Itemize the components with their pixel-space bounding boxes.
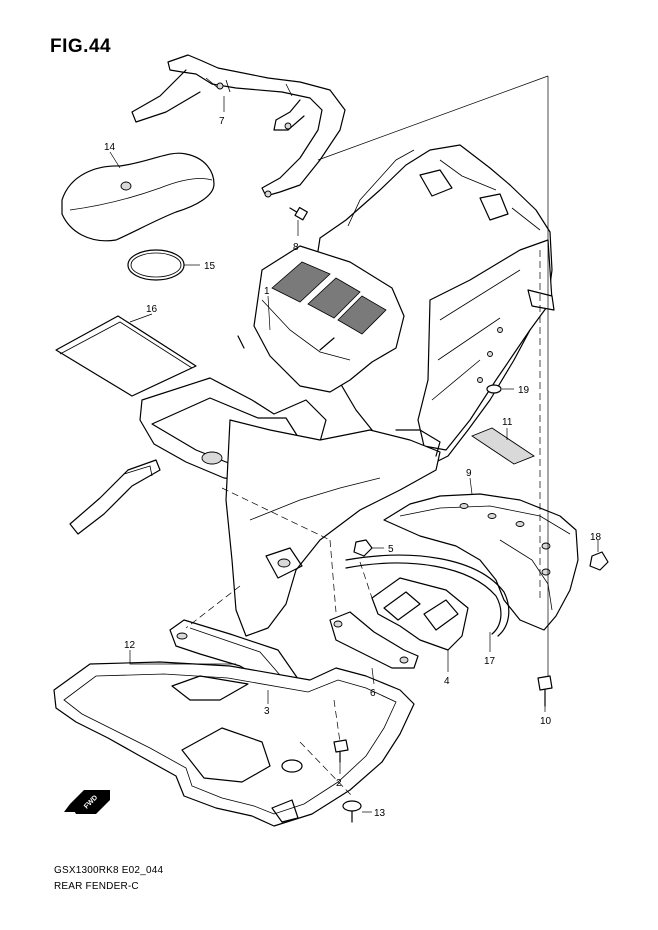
part-label-4: 4 bbox=[444, 676, 450, 687]
part-label-2: 2 bbox=[336, 778, 342, 789]
part-11-pad bbox=[471, 427, 535, 465]
part-label-8: 8 bbox=[293, 242, 299, 253]
part-label-19: 19 bbox=[518, 385, 530, 396]
part-6-stay bbox=[329, 611, 419, 669]
part-14-seat-pad bbox=[61, 152, 215, 242]
part-label-11: 11 bbox=[502, 417, 513, 428]
fwd-arrow-icon: FWD bbox=[64, 790, 110, 814]
part-2-screw bbox=[333, 739, 349, 763]
part-10-bolt bbox=[537, 675, 553, 712]
figure-title: FIG.44 bbox=[50, 36, 112, 57]
part-17-curved-strip bbox=[345, 554, 510, 637]
part-label-14: 14 bbox=[104, 142, 116, 153]
part-18-reflector bbox=[589, 540, 609, 571]
part-label-10: 10 bbox=[540, 716, 552, 727]
part-16-sheet bbox=[55, 315, 197, 397]
part-label-16: 16 bbox=[146, 304, 158, 315]
part-9-tail-piece bbox=[383, 493, 579, 631]
figure-code: GSX1300RK8 E02_044 bbox=[54, 865, 164, 876]
part-8-bolt bbox=[289, 206, 308, 236]
part-number-labels: 7 8 14 15 16 1 19 11 9 18 5 17 4 6 12 3 … bbox=[104, 116, 602, 819]
part-label-9: 9 bbox=[466, 468, 472, 479]
part-label-1: 1 bbox=[264, 286, 270, 297]
part-label-15: 15 bbox=[204, 261, 216, 272]
part-label-7: 7 bbox=[219, 116, 225, 127]
part-label-3: 3 bbox=[264, 706, 270, 717]
part-5-clip bbox=[353, 539, 384, 557]
part-19-grommet bbox=[486, 384, 514, 394]
assembly-lines bbox=[185, 75, 549, 797]
part-label-5: 5 bbox=[388, 544, 394, 555]
part-label-12: 12 bbox=[124, 640, 136, 651]
part-label-17: 17 bbox=[484, 656, 496, 667]
part-label-6: 6 bbox=[370, 688, 376, 699]
part-12-under-tray bbox=[53, 661, 415, 827]
figure-name: REAR FENDER-C bbox=[54, 881, 139, 892]
leader-lines bbox=[109, 96, 508, 813]
part-7-grab-rail bbox=[131, 54, 346, 198]
part-15-o-ring bbox=[127, 249, 185, 281]
part-4-bracket bbox=[371, 577, 469, 651]
part-13-rivet bbox=[342, 800, 362, 823]
part-label-18: 18 bbox=[590, 532, 602, 543]
part-label-13: 13 bbox=[374, 808, 386, 819]
